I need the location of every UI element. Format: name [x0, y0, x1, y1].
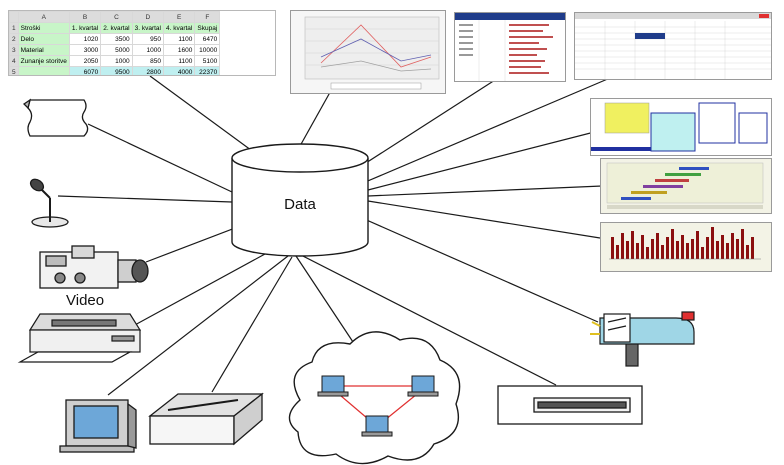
- network-cloud-icon: [288, 331, 461, 465]
- database-cylinder-icon: [231, 143, 369, 257]
- row-number: 3: [9, 44, 19, 56]
- table-cell: 1. kvartal: [68, 22, 102, 34]
- column-header: B: [68, 11, 102, 23]
- table-cell: Stroški: [17, 22, 70, 34]
- table-cell: 3000: [68, 44, 102, 56]
- column-header: D: [131, 11, 165, 23]
- table-cell: 4000: [162, 66, 196, 75]
- printer-icon: [17, 313, 142, 363]
- column-header: [9, 11, 19, 23]
- table-cell: 5000: [100, 44, 133, 56]
- table-row: 3 Material 3000 5000 1000 1600 10000: [9, 44, 221, 56]
- microphone-icon: [29, 178, 69, 228]
- table-cell: 2. kvartal: [100, 22, 133, 34]
- link-scanner: [211, 256, 293, 393]
- line-chart-thumbnail: [290, 10, 446, 94]
- column-header: C: [100, 11, 133, 23]
- camcorder-icon: [39, 245, 149, 289]
- link-network: [295, 255, 356, 346]
- table-cell: 5100: [194, 55, 221, 67]
- table-cell: 950: [131, 33, 165, 45]
- table-cell: 850: [131, 55, 165, 67]
- gantt-chart-thumbnail: [600, 158, 772, 214]
- table-thumbnail: [454, 12, 566, 82]
- table-cell: Zunanje storitve: [17, 55, 70, 67]
- row-number: 1: [9, 22, 19, 34]
- row-number: 4: [9, 55, 19, 67]
- link-microphone: [57, 195, 233, 203]
- data-store-label: Data: [284, 196, 316, 213]
- bar-chart-thumbnail: [600, 222, 772, 272]
- link-vcr: [294, 251, 557, 386]
- scanner-icon: [148, 392, 264, 446]
- table-cell: 2800: [131, 66, 165, 75]
- windows-thumbnail: [590, 98, 772, 156]
- table-cell: 1000: [131, 44, 165, 56]
- table-cell: 3. kvartal: [131, 22, 165, 34]
- table-cell: Material: [17, 44, 70, 56]
- row-number: 5: [9, 66, 19, 75]
- link-mailbox: [361, 217, 599, 323]
- table-cell: 4. kvartal: [162, 22, 196, 34]
- data-grid-thumbnail: [574, 12, 772, 80]
- table-cell: 1020: [68, 33, 102, 45]
- column-header: A: [17, 11, 70, 23]
- table-cell: 2050: [68, 55, 102, 67]
- spreadsheet-table: A B C D E F 1 Stroški 1. kvartal 2. kvar…: [9, 11, 221, 75]
- vcr-icon: [497, 385, 643, 425]
- link-printer: [132, 247, 277, 327]
- link-spreadsheet: [149, 75, 256, 154]
- table-cell: 1100: [162, 55, 196, 67]
- table-cell: Skupaj: [194, 22, 221, 34]
- table-cell: 3500: [100, 33, 133, 45]
- link-data-grid: [362, 77, 611, 184]
- column-header: E: [162, 11, 196, 23]
- table-row: A B C D E F: [9, 11, 221, 23]
- table-cell: 1100: [162, 33, 196, 45]
- paper-tape-icon: [22, 98, 89, 137]
- table-cell: [17, 66, 70, 75]
- table-row: 2 Delo 1020 3500 950 1100 6470: [9, 33, 221, 45]
- table-cell: Delo: [17, 33, 70, 45]
- computer-icon: [59, 399, 137, 453]
- table-cell: 1600: [162, 44, 196, 56]
- spreadsheet-thumbnail: A B C D E F 1 Stroški 1. kvartal 2. kvar…: [8, 10, 276, 76]
- link-computer: [107, 255, 289, 396]
- link-bar-thumb: [367, 200, 601, 239]
- row-number: 2: [9, 33, 19, 45]
- table-cell: 6470: [194, 33, 221, 45]
- table-row: 4 Zunanje storitve 2050 1000 850 1100 51…: [9, 55, 221, 67]
- table-row: 5 6070 9500 2800 4000 22370: [9, 66, 221, 75]
- link-table-thumb: [354, 79, 496, 171]
- table-row: 1 Stroški 1. kvartal 2. kvartal 3. kvart…: [9, 22, 221, 34]
- link-windows-thumb: [367, 127, 611, 191]
- link-gantt-thumb: [367, 185, 603, 197]
- mailbox-icon: [590, 311, 695, 367]
- video-label: Video: [66, 292, 105, 309]
- column-header: F: [194, 11, 221, 23]
- table-cell: 6070: [68, 66, 102, 75]
- table-cell: 22370: [194, 66, 221, 75]
- table-cell: 10000: [194, 44, 221, 56]
- link-paper-tape: [87, 123, 233, 193]
- table-cell: 1000: [100, 55, 133, 67]
- table-cell: 9500: [100, 66, 133, 75]
